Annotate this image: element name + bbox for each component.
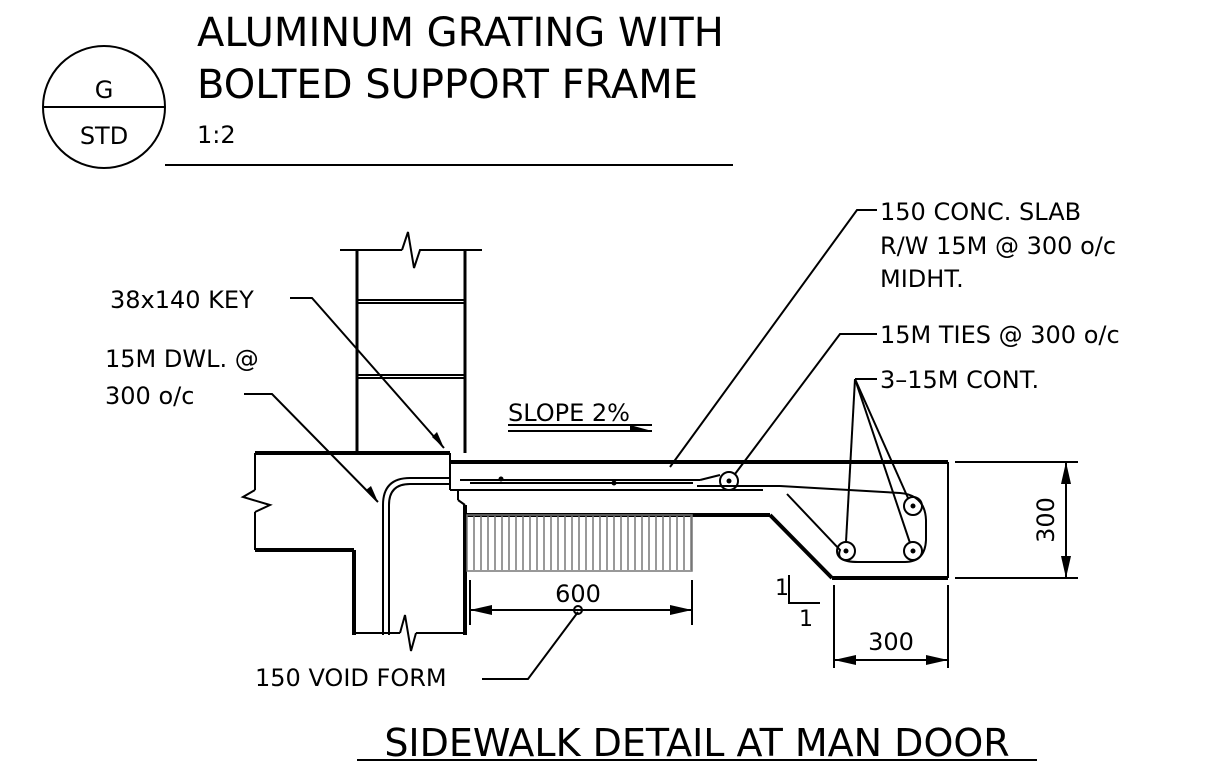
slab-label-line-3: MIDHT. [880,265,964,293]
leader-lines [244,209,911,680]
callout-sheet-ref: STD [80,122,128,150]
key-label: 38x140 KEY [110,286,254,314]
slope-rise-label: 1 [775,576,789,601]
wall-above [340,231,482,453]
slab-label-line-1: 150 CONC. SLAB [880,198,1081,226]
dimension-600-text: 600 [555,580,601,608]
callout-detail-letter: G [95,76,114,104]
slope-ratio-symbol: 1 1 [775,575,820,632]
slope-run-label: 1 [799,607,813,632]
dimension-300-horizontal: 300 [833,585,949,668]
key-and-dowel [382,453,459,635]
slope-label: SLOPE 2% [508,399,630,427]
dowel-label-line-1: 15M DWL. @ [105,345,259,373]
dowel-label-line-2: 300 o/c [105,382,194,410]
floor-slab-foundation [240,451,467,652]
title-line-2: BOLTED SUPPORT FRAME [197,62,698,108]
dimension-300-vertical: 300 [955,461,1078,579]
slab-label-line-2: R/W 15M @ 300 o/c [880,232,1116,260]
detail-title: SIDEWALK DETAIL AT MAN DOOR [384,721,1009,765]
dimension-300-vertical-text: 300 [1032,497,1060,543]
cont-bars-label: 3–15M CONT. [880,366,1039,394]
void-form-hatch [466,514,693,572]
title-scale: 1:2 [197,121,236,149]
detail-callout-bubble: G STD [42,45,166,169]
slab-reinforcement [455,471,927,563]
ties-label: 15M TIES @ 300 o/c [880,321,1120,349]
slope-arrow: SLOPE 2% [508,399,652,432]
dimension-600: 600 [469,580,693,625]
title-line-1: ALUMINUM GRATING WITH [197,10,724,56]
void-form-label: 150 VOID FORM [255,664,447,692]
dimension-300-horizontal-text: 300 [868,628,914,656]
